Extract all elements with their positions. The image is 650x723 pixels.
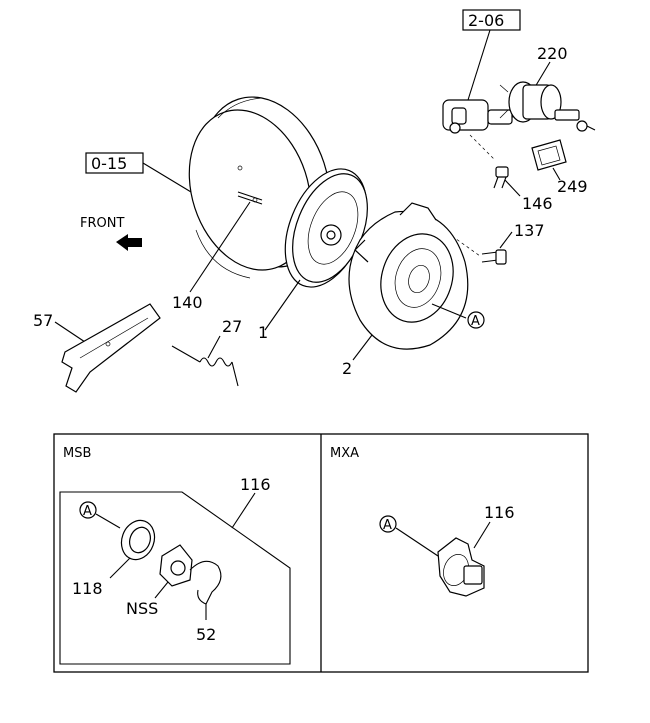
msb-circle-a-label: A [83,504,92,519]
ref-label-2-06: 2-06 [468,11,504,30]
label-1: 1 [258,323,268,342]
variant-panels [53,433,589,673]
ref-box-2-06[interactable] [462,9,521,31]
panel-mxa: MXA A 116 [330,446,515,597]
part-57-release-fork: 57 [33,303,161,393]
msb-label-52: 52 [196,625,216,644]
mxa-circle-a-label: A [383,518,392,533]
part-249: 249 [531,139,588,196]
part-140: 140 [172,201,251,312]
circle-a-label: A [471,314,480,329]
label-137: 137 [514,221,545,240]
label-57: 57 [33,311,53,330]
msb-label-118: 118 [72,579,103,598]
circle-a-icon [467,311,485,329]
label-249: 249 [557,177,588,196]
mxa-circle-a-icon [379,515,397,533]
panel-msb: MSB 116 A 118 NSS 52 [59,446,291,665]
part-137: 137 [451,221,545,265]
part-1-clutch-disc: 1 [258,168,368,342]
leader-2-06 [467,29,491,101]
front-label: FRONT [80,216,124,231]
msb-circle-a-icon [79,501,97,519]
ref-0-15-group: 0-15 [85,152,197,196]
front-indicator: FRONT [80,216,142,251]
ref-2-06-group: 2-06 [462,9,521,101]
part-27-spring: 27 [171,317,242,387]
part-2-pressure-plate: 2 A [342,202,485,378]
part-146: 146 [493,166,553,213]
label-2: 2 [342,359,352,378]
label-27: 27 [222,317,242,336]
msb-sub-frame [59,491,291,665]
msb-label-116: 116 [240,475,271,494]
part-220: 220 [499,44,596,132]
label-140: 140 [172,293,203,312]
label-220: 220 [537,44,568,63]
ref-label-0-15: 0-15 [91,154,127,173]
msb-label-nss: NSS [126,599,158,618]
label-146: 146 [522,194,553,213]
msb-title: MSB [63,446,91,461]
mxa-title: MXA [330,446,359,461]
mxa-label-116: 116 [484,503,515,522]
front-arrow-icon [116,234,142,251]
